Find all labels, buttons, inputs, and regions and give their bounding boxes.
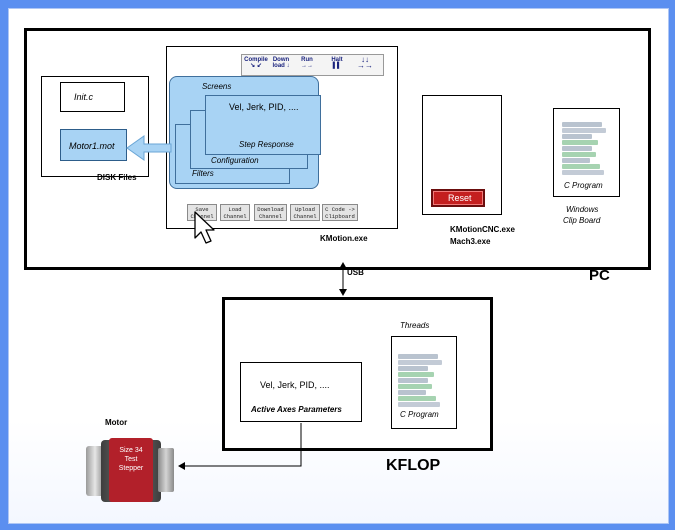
active-axes-params: Vel, Jerk, PID, .... bbox=[260, 380, 330, 390]
clipboard-label-1: Windows bbox=[566, 205, 599, 214]
c-code-clipboard-button[interactable]: C Code -> Clipboard bbox=[322, 204, 358, 221]
motor-title: Motor bbox=[105, 418, 128, 427]
usb-label: USB bbox=[347, 268, 364, 277]
diagram-canvas: PC Init.c Motor1.mot DISK Files KMotion.… bbox=[8, 8, 669, 524]
step-response-window bbox=[205, 95, 321, 155]
step-response-label: Step Response bbox=[239, 140, 294, 149]
run-label: Run bbox=[301, 57, 313, 63]
mouse-cursor-icon bbox=[194, 211, 215, 244]
clipboard-program-label: C Program bbox=[564, 181, 603, 190]
active-axes-box bbox=[240, 362, 362, 422]
threads-box bbox=[391, 336, 457, 429]
clipboard-label-2: Clip Board bbox=[563, 216, 601, 225]
kflop-motor-link bbox=[178, 423, 302, 470]
connector-overlay bbox=[126, 135, 347, 470]
reset-label: Reset bbox=[448, 193, 472, 203]
threads-title: Threads bbox=[400, 321, 430, 330]
mach3-exe-label: Mach3.exe bbox=[450, 237, 491, 246]
disk-files-title: DISK Files bbox=[97, 173, 137, 182]
download-label: Down load bbox=[272, 57, 290, 69]
save-arrow bbox=[126, 135, 172, 161]
configuration-label: Configuration bbox=[211, 156, 259, 165]
screens-title: Screens bbox=[202, 82, 232, 91]
run-tool[interactable]: Run→→ bbox=[301, 57, 313, 69]
compile-tool[interactable]: Compile↘ ↙ bbox=[244, 57, 268, 69]
load-channel-button[interactable]: Load Channel bbox=[220, 204, 250, 221]
reset-button[interactable]: Reset bbox=[431, 189, 485, 207]
kflop-program-label: C Program bbox=[400, 410, 439, 419]
motor1-mot-label: Motor1.mot bbox=[69, 141, 115, 151]
clipboard-window bbox=[553, 108, 620, 197]
compile-label: Compile bbox=[244, 57, 268, 63]
init-c-label: Init.c bbox=[74, 92, 94, 102]
filters-label: Filters bbox=[192, 169, 214, 178]
active-axes-title: Active Axes Parameters bbox=[251, 405, 342, 414]
upload-channel-button[interactable]: Upload Channel bbox=[290, 204, 320, 221]
kmotion-exe-label: KMotion.exe bbox=[320, 234, 368, 243]
kflop-label: KFLOP bbox=[386, 457, 441, 474]
init-c-file: Init.c bbox=[60, 82, 125, 112]
motor-sticker-line-2: Test bbox=[124, 456, 138, 463]
motor-sticker-line-1: Size 34 bbox=[119, 447, 143, 454]
pc-label: PC bbox=[589, 267, 610, 284]
motor-sticker-line-3: Stepper bbox=[118, 465, 144, 472]
download-channel-button[interactable]: Download Channel bbox=[254, 204, 287, 221]
step-tool[interactable]: ↓↓→→ bbox=[357, 55, 373, 70]
halt-label: Halt bbox=[331, 57, 343, 63]
kmotion-toolbar: Compile↘ ↙ Down load ↓ Run→→ Halt▌▌ ↓↓→→ bbox=[241, 54, 384, 76]
download-tool[interactable]: Down load ↓ bbox=[272, 57, 290, 69]
stepper-motor-icon: Size 34 Test Stepper bbox=[86, 434, 178, 505]
halt-tool[interactable]: Halt▌▌ bbox=[331, 57, 343, 69]
screens-params-label: Vel, Jerk, PID, .... bbox=[229, 102, 299, 112]
motor1-mot-file: Motor1.mot bbox=[60, 129, 127, 161]
kmotioncnc-exe-label: KMotionCNC.exe bbox=[450, 225, 515, 234]
